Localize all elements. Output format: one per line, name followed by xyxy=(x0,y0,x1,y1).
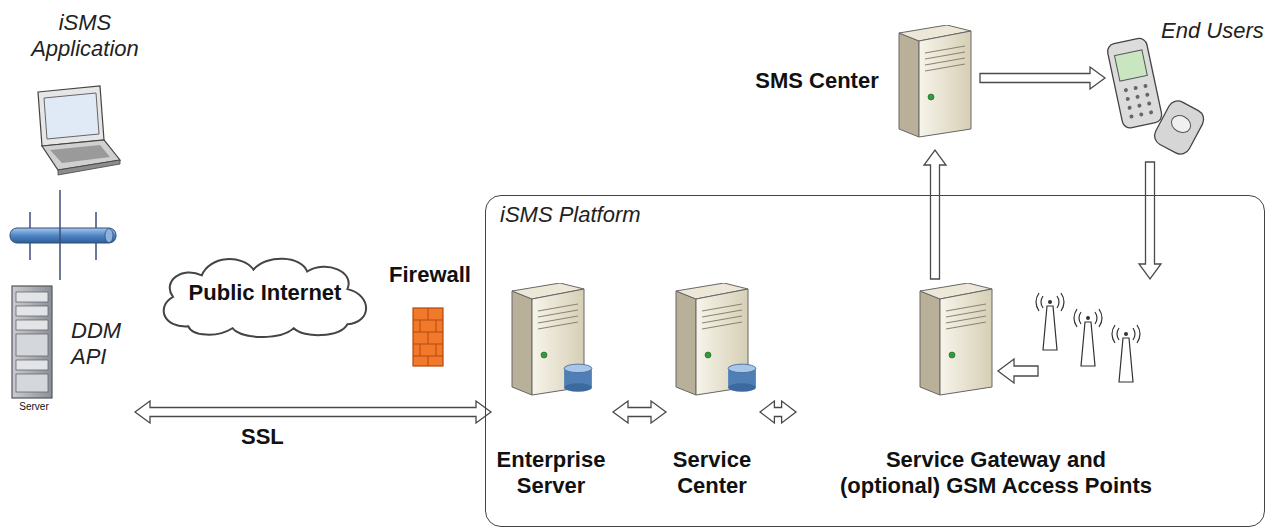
platform-region: iSMS PlatformEnterprise Server Service Ce… xyxy=(485,195,1265,527)
application-node: iSMS Application xyxy=(15,8,157,190)
node-label: Firewall xyxy=(382,262,478,288)
service-center-node: Service Center xyxy=(666,279,760,519)
block-arrow xyxy=(760,401,796,423)
phone-icon xyxy=(1151,97,1207,157)
caption-text: Server xyxy=(5,401,63,413)
node-label: End Users xyxy=(1161,18,1269,44)
antenna-icon xyxy=(1074,309,1102,366)
laptop-icon xyxy=(38,86,120,175)
network-bus xyxy=(10,212,116,260)
phone-icon xyxy=(1106,37,1163,129)
node-label: Service Center xyxy=(666,447,758,499)
service-gateway-node: Service Gateway and (optional) GSM Acces… xyxy=(796,279,1196,519)
block-arrow xyxy=(613,401,666,423)
node-label: iSMS Platform xyxy=(500,202,670,228)
api-server-node: DDM API Server xyxy=(5,280,135,425)
server-icon xyxy=(920,283,992,395)
database-icon xyxy=(728,364,756,392)
node-label: iSMS Application xyxy=(15,10,155,62)
signal-arrow xyxy=(998,359,1038,383)
database-icon xyxy=(564,364,592,392)
network-line xyxy=(59,190,61,280)
firewall-icon xyxy=(413,308,443,366)
enterprise-server-node: Enterprise Server xyxy=(491,279,613,519)
node-label: SMS Center xyxy=(744,68,890,94)
block-arrow xyxy=(924,150,946,279)
node-label: DDM API xyxy=(71,318,131,370)
internet-cloud: Public Internet xyxy=(150,250,380,338)
block-arrow xyxy=(135,401,491,423)
node-label: Public Internet xyxy=(165,280,365,306)
end-users-node: End Users xyxy=(1105,14,1275,162)
antenna-icon xyxy=(1036,293,1064,350)
node-label: Enterprise Server xyxy=(491,447,611,499)
block-arrow xyxy=(980,67,1105,89)
edge-label: SSL xyxy=(238,424,287,450)
block-arrow xyxy=(1139,162,1161,279)
node-label: Service Gateway and (optional) GSM Acces… xyxy=(837,447,1155,499)
firewall-node: Firewall xyxy=(382,262,480,370)
server-icon xyxy=(12,286,52,398)
sms-center-node: SMS Center xyxy=(740,22,980,150)
server-icon xyxy=(899,25,971,137)
antenna-icon xyxy=(1112,325,1140,382)
